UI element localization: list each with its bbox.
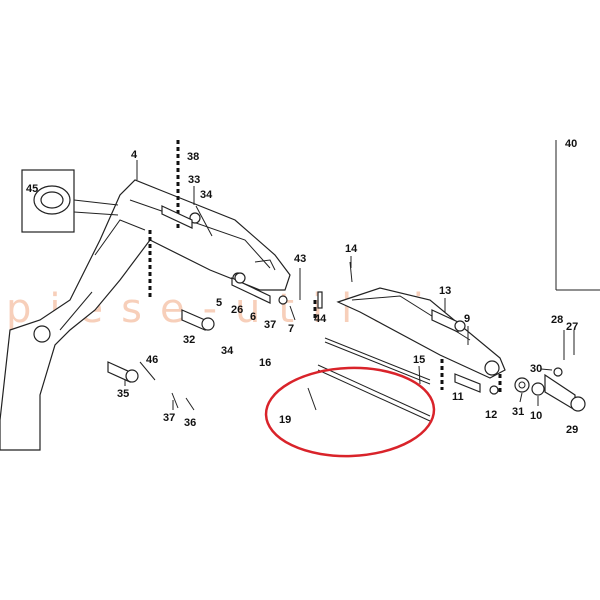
seal-45-box xyxy=(21,169,119,233)
callout-15: 15 xyxy=(413,354,425,366)
callout-29: 29 xyxy=(566,424,578,436)
callout-7: 7 xyxy=(288,323,294,335)
callout-10: 10 xyxy=(530,410,542,422)
highlight-ellipse xyxy=(264,366,436,458)
callout-11: 11 xyxy=(452,391,464,403)
callout-32: 32 xyxy=(183,334,195,346)
callout-13: 13 xyxy=(439,285,451,297)
callout-37a: 37 xyxy=(264,319,276,331)
callout-34b: 34 xyxy=(221,345,234,357)
callout-30: 30 xyxy=(530,363,542,375)
callout-28: 28 xyxy=(551,314,563,326)
leader-lines xyxy=(124,160,553,410)
pins-and-bushings xyxy=(107,205,323,411)
callout-33: 33 xyxy=(188,174,200,186)
callout-38: 38 xyxy=(187,151,199,163)
callout-4: 4 xyxy=(131,149,138,161)
callout-46: 46 xyxy=(146,354,158,366)
callout-35: 35 xyxy=(117,388,129,400)
callout-40: 40 xyxy=(565,138,577,150)
callout-26: 26 xyxy=(231,304,243,316)
callout-5: 5 xyxy=(216,297,222,309)
callout-34a: 34 xyxy=(200,189,213,201)
callout-44: 44 xyxy=(314,313,327,325)
callout-16: 16 xyxy=(259,357,271,369)
callout-37b: 37 xyxy=(163,412,175,424)
callout-43: 43 xyxy=(294,253,306,265)
item-40-frame xyxy=(555,140,600,291)
callout-19: 19 xyxy=(279,414,291,426)
callout-31: 31 xyxy=(512,406,524,418)
callout-14: 14 xyxy=(345,243,358,255)
callouts: 45 4 38 33 34 14 43 13 9 5 26 6 7 37 44 … xyxy=(26,138,578,436)
callout-9: 9 xyxy=(464,313,470,325)
callout-45: 45 xyxy=(26,183,38,195)
bracket-9-assembly xyxy=(307,261,586,422)
callout-12: 12 xyxy=(485,409,497,421)
callout-27: 27 xyxy=(566,321,578,333)
callout-6: 6 xyxy=(250,311,256,323)
callout-36: 36 xyxy=(184,417,196,429)
